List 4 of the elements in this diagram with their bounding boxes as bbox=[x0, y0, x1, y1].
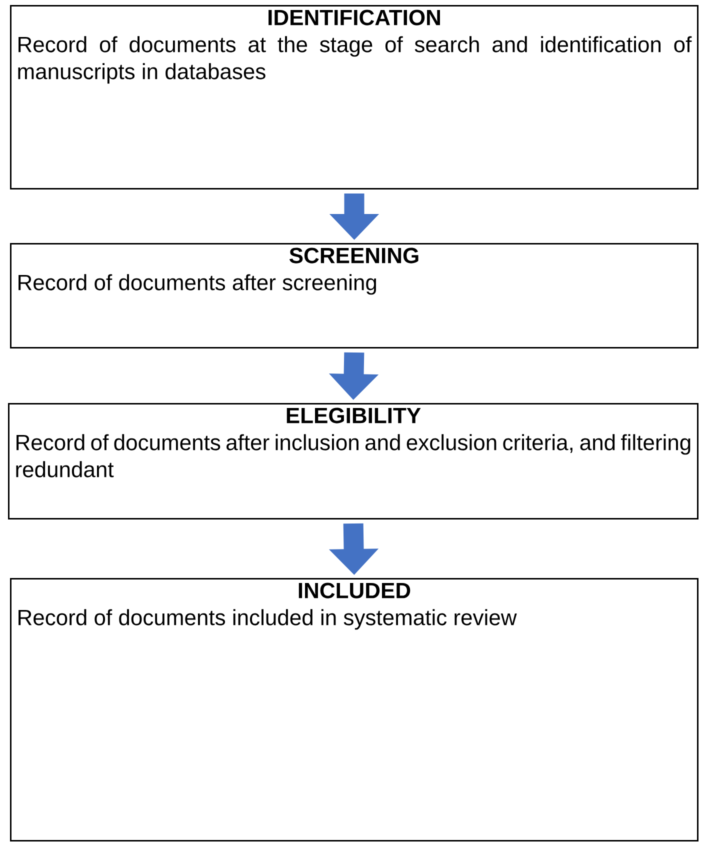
process-box: ELEGIBILITY Record of documents after inclusion and exclusion criteria, and filtering redundant bbox=[8, 403, 698, 520]
process-box: SCREENING Record of documents after screening bbox=[10, 243, 698, 348]
process-box: INCLUDED Record of documents included in systematic review bbox=[10, 578, 698, 842]
process-box: IDENTIFICATION Record of documents at the stage of search and identification of manuscripts in databases bbox=[10, 5, 698, 190]
